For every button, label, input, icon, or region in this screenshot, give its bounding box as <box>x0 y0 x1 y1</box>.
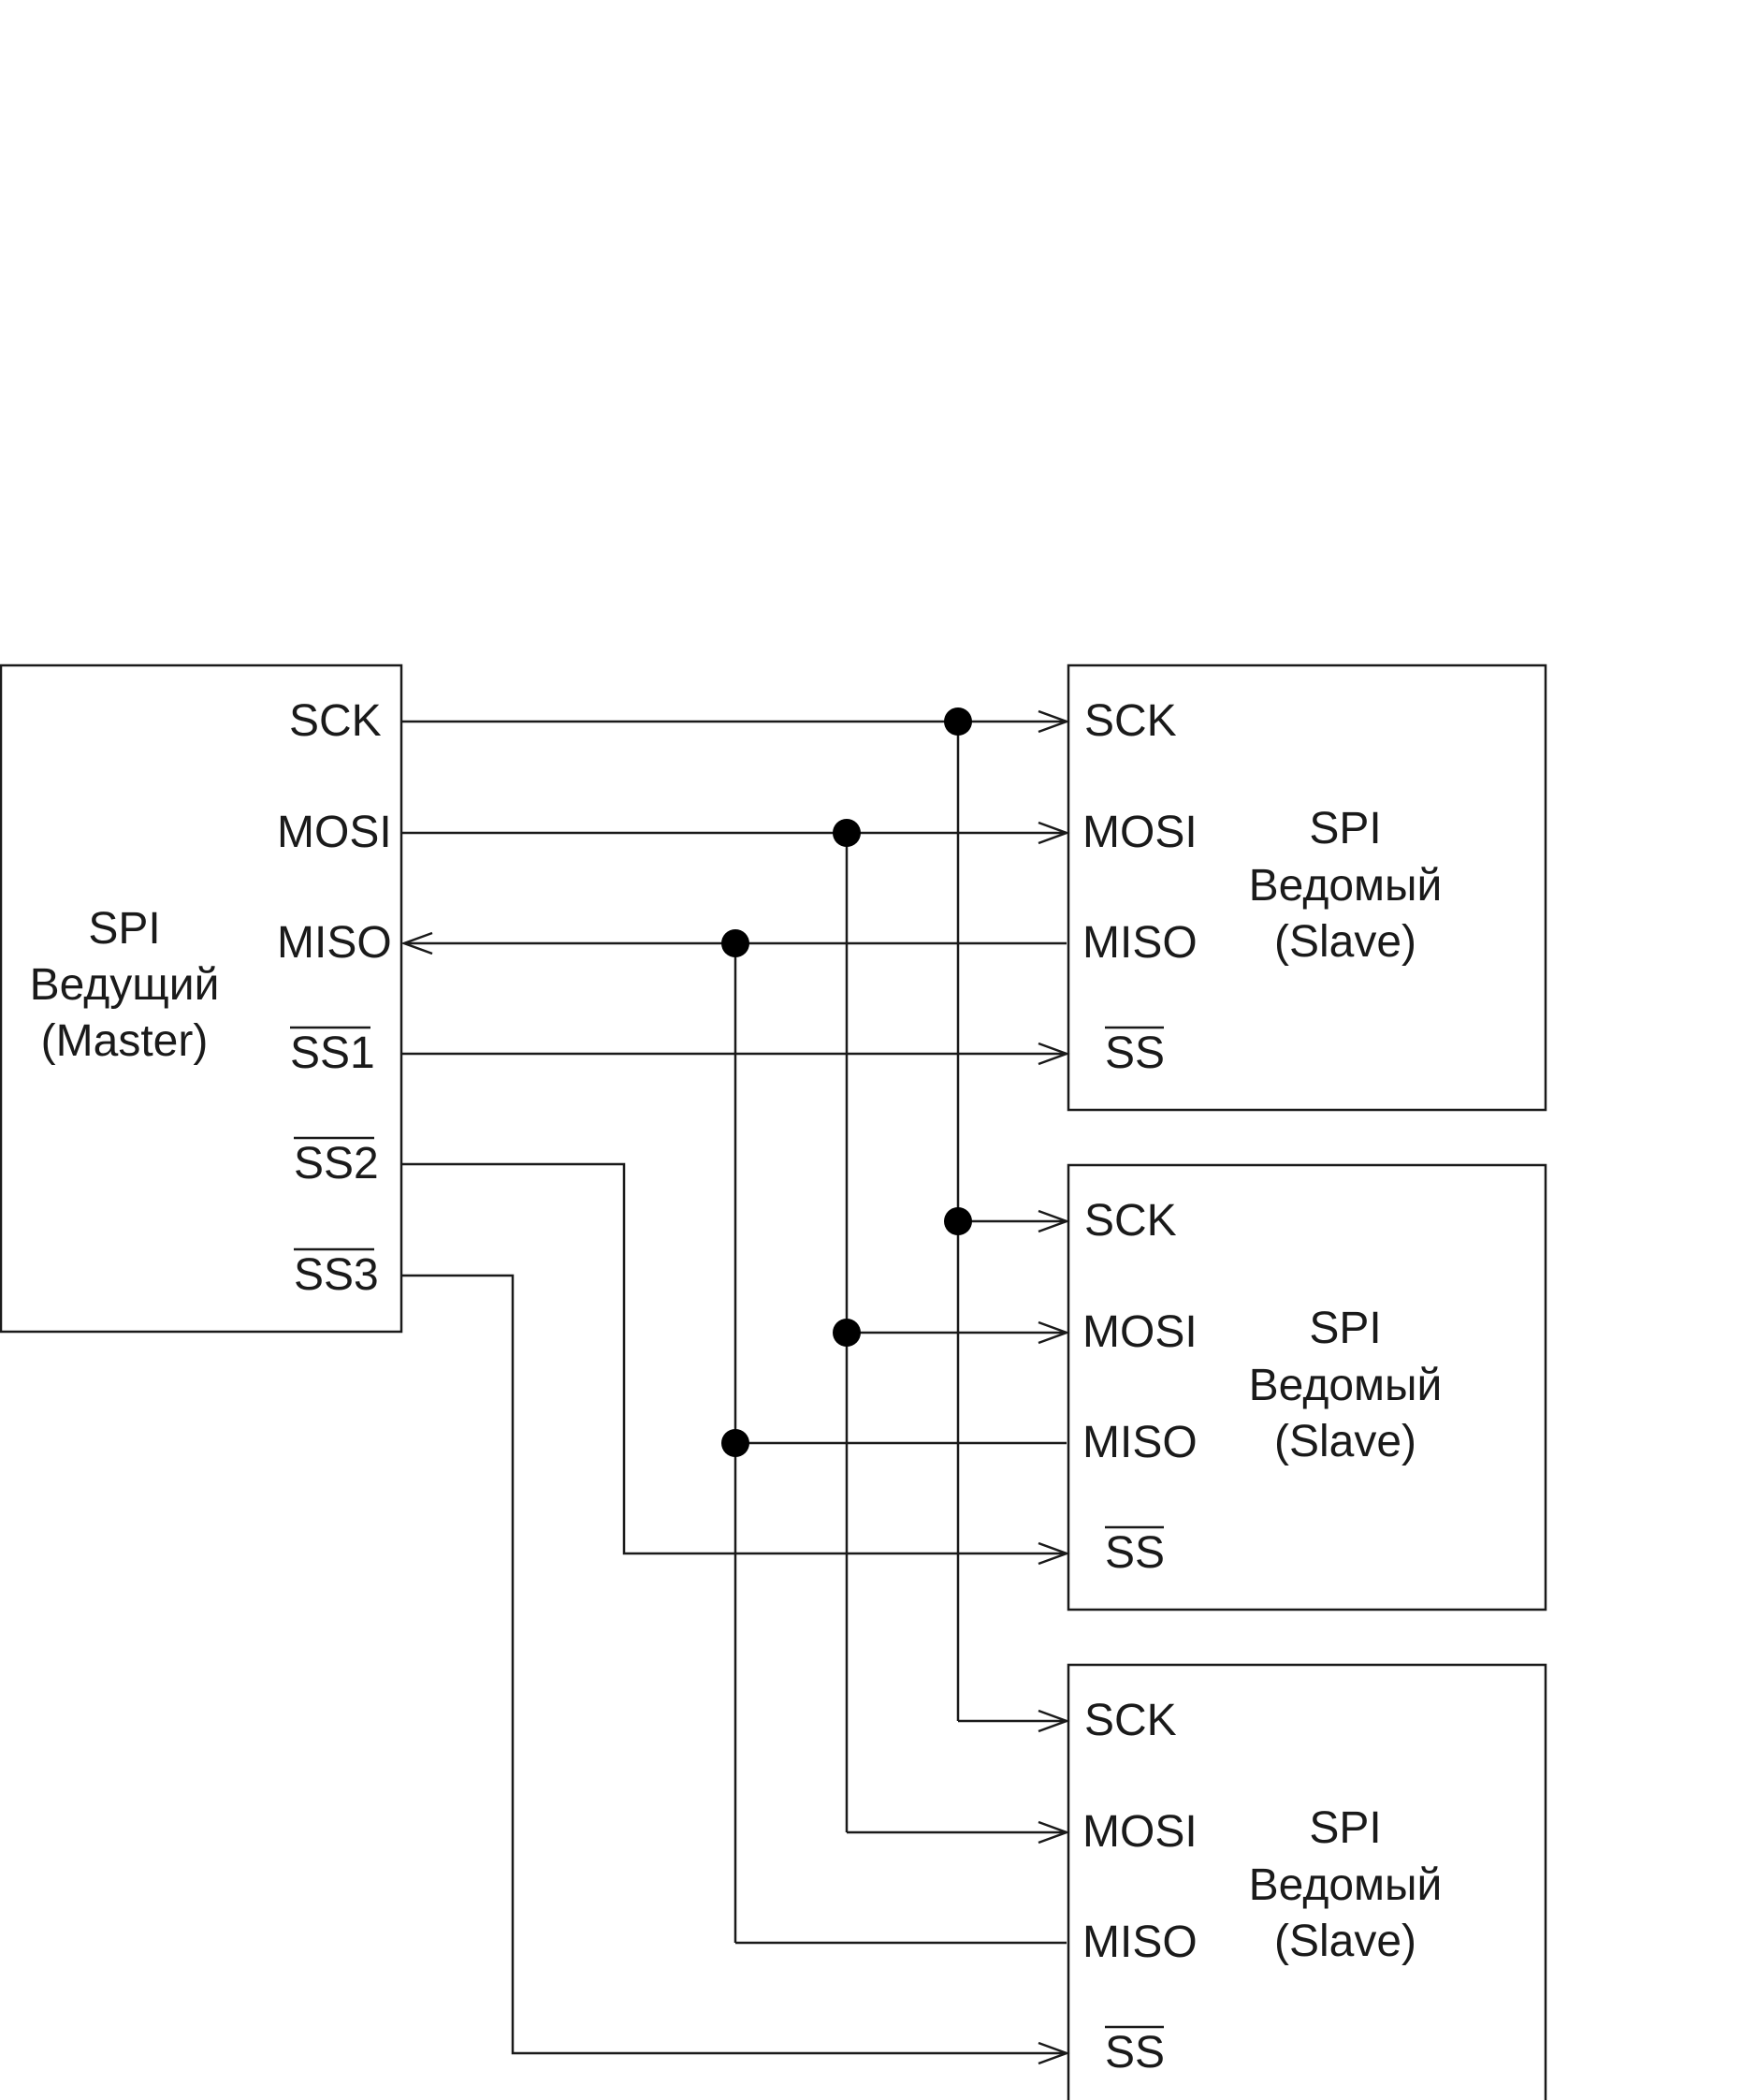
slave-2-pin-sck: SCK <box>1084 1196 1177 1246</box>
slave-block-3: SPI Ведомый (Slave) SCK MOSI MISO SS <box>1067 1663 1547 2100</box>
sck-arrow-slave-3 <box>1038 1709 1070 1733</box>
sck-arrow-slave-2 <box>1038 1209 1070 1233</box>
miso-bus <box>400 929 1067 1945</box>
master-pin-ss1: SS1 <box>290 1028 375 1078</box>
slave-1-title-role: Ведомый <box>1249 861 1443 911</box>
slave-2-title-spi: SPI <box>1309 1304 1381 1353</box>
mosi-arrow-slave-3 <box>1038 1820 1070 1845</box>
slave-3-title-english: (Slave) <box>1274 1917 1416 1966</box>
master-pin-ss2: SS2 <box>294 1139 379 1189</box>
mosi-junction-dot-2 <box>833 1319 861 1347</box>
slave-3-pin-mosi: MOSI <box>1082 1807 1198 1857</box>
mosi-bus <box>402 819 1070 1845</box>
slave-box-1 <box>1067 664 1547 1112</box>
mosi-junction-dot-1 <box>833 819 861 847</box>
master-block: SPI Ведущий (Master) SCK MOSI MISO SS1 S… <box>0 664 403 1334</box>
master-box <box>0 664 403 1334</box>
ss2-wire <box>402 1162 1067 1555</box>
slave-block-1: SPI Ведомый (Slave) SCK MOSI MISO SS <box>1067 664 1547 1112</box>
master-title-english: (Master) <box>41 1016 209 1066</box>
slave-box-3 <box>1067 1663 1547 2100</box>
sck-arrow-slave-1 <box>1038 709 1070 734</box>
miso-junction-dot-1 <box>721 929 749 957</box>
mosi-arrow-slave-1 <box>1038 821 1070 845</box>
master-pin-mosi: MOSI <box>277 808 392 857</box>
master-title-spi: SPI <box>88 904 160 954</box>
slave-1-pin-sck: SCK <box>1084 696 1177 746</box>
ss1-arrow <box>1038 1042 1070 1066</box>
slave-3-title-spi: SPI <box>1309 1803 1381 1853</box>
mosi-arrow-slave-2 <box>1038 1320 1070 1345</box>
slave-1-pin-mosi: MOSI <box>1082 808 1198 857</box>
miso-junction-dot-2 <box>721 1429 749 1457</box>
miso-arrow-master <box>400 931 433 955</box>
sck-junction-dot-1 <box>944 707 972 736</box>
master-pin-sck: SCK <box>289 696 382 746</box>
slave-2-pin-miso: MISO <box>1082 1418 1198 1467</box>
slave-2-title-english: (Slave) <box>1274 1417 1416 1466</box>
slave-2-pin-mosi: MOSI <box>1082 1307 1198 1357</box>
slave-1-title-english: (Slave) <box>1274 917 1416 967</box>
slave-block-2: SPI Ведомый (Slave) SCK MOSI MISO SS <box>1067 1163 1547 1611</box>
slave-1-title-spi: SPI <box>1309 804 1381 853</box>
slave-3-pin-sck: SCK <box>1084 1696 1177 1745</box>
slave-box-2 <box>1067 1163 1547 1611</box>
ss2-arrow <box>1038 1541 1070 1566</box>
ss3-wire <box>402 1274 1067 2055</box>
slave-1-pin-miso: MISO <box>1082 918 1198 968</box>
ss2-line <box>402 1162 1070 1566</box>
ss3-arrow <box>1038 2041 1070 2065</box>
slave-3-title-role: Ведомый <box>1249 1860 1443 1910</box>
ss3-line <box>402 1274 1070 2065</box>
slave-2-pin-ss: SS <box>1105 1528 1165 1578</box>
master-title-role: Ведущий <box>30 960 220 1010</box>
slave-3-pin-ss: SS <box>1105 2028 1165 2078</box>
sck-junction-dot-2 <box>944 1207 972 1235</box>
slave-1-pin-ss: SS <box>1105 1028 1165 1078</box>
master-pin-ss3: SS3 <box>294 1250 379 1300</box>
ss1-line <box>402 1042 1070 1066</box>
master-pin-miso: MISO <box>277 918 392 968</box>
slave-2-title-role: Ведомый <box>1249 1361 1443 1410</box>
slave-3-pin-miso: MISO <box>1082 1918 1198 1967</box>
